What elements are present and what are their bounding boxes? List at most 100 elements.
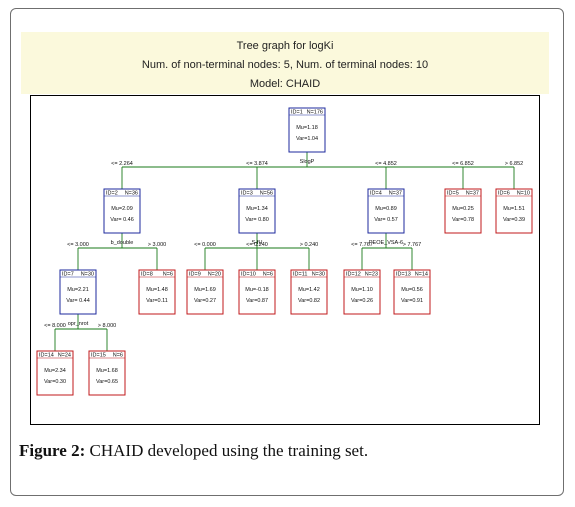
edge-condition-label: <= 2.264 — [111, 161, 133, 167]
node-id: ID=9 — [189, 272, 201, 278]
node-box — [444, 188, 482, 234]
node-mean: Mu=0.25 — [452, 206, 474, 212]
node-variance: Var=0.65 — [96, 379, 118, 385]
figure-caption: Figure 2: CHAID developed using the trai… — [19, 441, 559, 461]
node-id: ID=12 — [346, 272, 361, 278]
node-mean: Mu=2.09 — [111, 206, 133, 212]
edge-condition-label: <= 7.767 — [351, 242, 373, 248]
node-count: N=56 — [260, 191, 273, 197]
node-id: ID=7 — [62, 272, 74, 278]
node-count: N=10 — [517, 191, 530, 197]
node-variance: Var=0.11 — [146, 298, 168, 304]
tree-diagram: SlogP <= 2.264 <= 3.874 <= 4.852 <= 6.852 > 6… — [30, 95, 540, 425]
node-id: ID=10 — [241, 272, 256, 278]
node-variance: Var=0.27 — [194, 298, 216, 304]
node-mean: Mu=1.51 — [503, 206, 525, 212]
node-count: N=37 — [389, 191, 402, 197]
node-count-line: Num. of non-terminal nodes: 5, Num. of t… — [141, 59, 429, 71]
node-box — [290, 269, 328, 315]
node-count: N=36 — [125, 191, 138, 197]
edge-condition-label: <= 4.852 — [375, 161, 397, 167]
node-box — [138, 269, 176, 315]
node-variance: Var= 0.44 — [66, 298, 90, 304]
node-box — [288, 107, 326, 153]
edge-condition-label: > 8.000 — [98, 323, 117, 329]
node-box — [367, 188, 405, 234]
caption-text: CHAID developed using the training set. — [85, 441, 369, 460]
edge-condition-label: <= 0.000 — [194, 242, 216, 248]
node-id: ID=5 — [447, 191, 459, 197]
tree-canvas: SlogP <= 2.264 <= 3.874 <= 4.852 <= 6.852 > 6… — [36, 107, 533, 396]
node-mean: Mu=1.10 — [351, 287, 373, 293]
node-mean: Mu=2.21 — [67, 287, 89, 293]
node-count: N=176 — [307, 110, 323, 116]
node-count: N=6 — [163, 272, 173, 278]
node-variance: Var=0.39 — [503, 217, 525, 223]
edge-condition-label: > 7.767 — [403, 242, 422, 248]
node-box — [393, 269, 431, 315]
node-mean: Mu=1.68 — [96, 368, 118, 374]
graph-header: Tree graph for logKi Num. of non-termina… — [21, 32, 549, 94]
node-count: N=23 — [365, 272, 378, 278]
node-variance: Var=0.87 — [246, 298, 268, 304]
node-mean: Mu=2.34 — [44, 368, 66, 374]
node-id: ID=14 — [39, 353, 54, 359]
node-count: N=30 — [81, 272, 94, 278]
node-box — [103, 188, 141, 234]
edge-condition-label: > 3.000 — [148, 242, 167, 248]
node-count: N=14 — [415, 272, 428, 278]
node-id: ID=1 — [291, 110, 303, 116]
node-variance: Var=0.82 — [298, 298, 320, 304]
node-box — [343, 269, 381, 315]
node-variance: Var=0.26 — [351, 298, 373, 304]
split-variable-label: S-fU — [252, 240, 263, 246]
node-box — [495, 188, 533, 234]
node-count: N=30 — [312, 272, 325, 278]
edge-condition-label: <= 6.852 — [452, 161, 474, 167]
edge-condition-label: <= 3.874 — [246, 161, 268, 167]
node-box — [238, 188, 276, 234]
node-mean: Mu=1.48 — [146, 287, 168, 293]
node-mean: Mu=1.69 — [194, 287, 216, 293]
node-id: ID=8 — [141, 272, 153, 278]
node-variance: Var= 0.57 — [374, 217, 398, 223]
node-count: N=24 — [58, 353, 71, 359]
node-variance: Var=0.78 — [452, 217, 474, 223]
node-box — [88, 350, 126, 396]
node-id: ID=6 — [498, 191, 510, 197]
node-box — [238, 269, 276, 315]
edge-condition-label: > 6.852 — [505, 161, 524, 167]
node-id: ID=3 — [241, 191, 253, 197]
node-count: N=6 — [113, 353, 123, 359]
edge-condition-label: <= 8.000 — [44, 323, 66, 329]
split-variable-label: PEOE_VSA-6 — [369, 240, 403, 246]
node-id: ID=2 — [106, 191, 118, 197]
split-variable-label: SlogP — [300, 159, 315, 165]
node-mean: Mu=-0.18 — [245, 287, 268, 293]
caption-label: Figure 2: — [19, 441, 86, 460]
node-mean: Mu=0.56 — [401, 287, 423, 293]
graph-title: Tree graph for logKi — [236, 40, 334, 52]
split-variable-label: b_double — [111, 240, 134, 246]
node-count: N=6 — [263, 272, 273, 278]
node-id: ID=15 — [91, 353, 106, 359]
node-box — [186, 269, 224, 315]
node-mean: Mu=0.89 — [375, 206, 397, 212]
node-variance: Var=0.91 — [401, 298, 423, 304]
node-variance: Var= 0.46 — [110, 217, 134, 223]
node-count: N=37 — [466, 191, 479, 197]
node-id: ID=13 — [396, 272, 411, 278]
node-id: ID=4 — [370, 191, 382, 197]
